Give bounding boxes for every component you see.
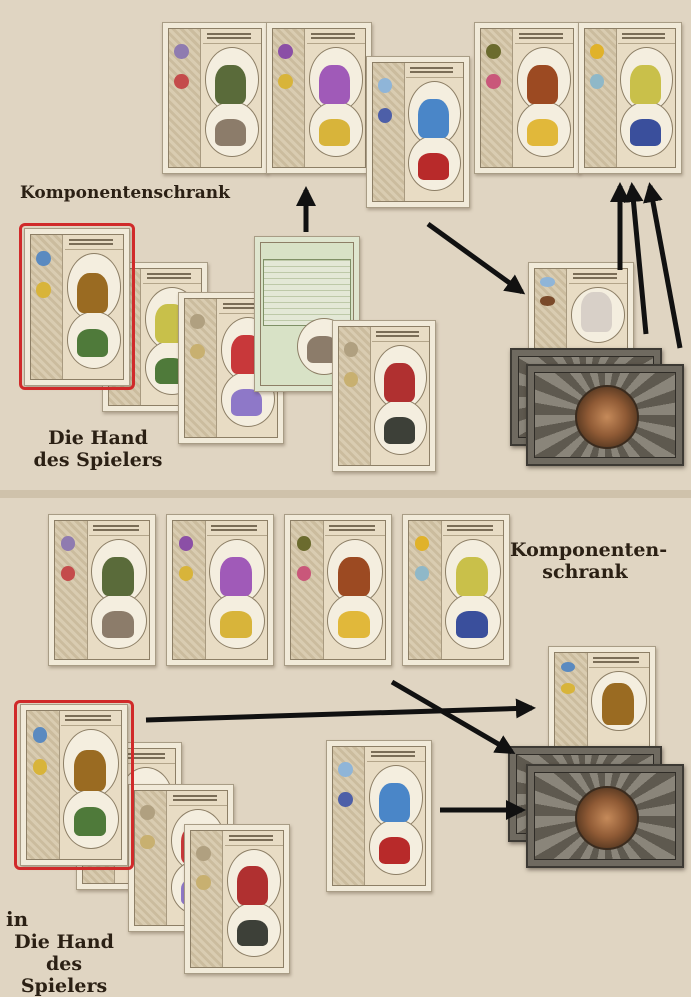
bird-icon <box>237 920 268 947</box>
dragon-icon <box>215 65 246 104</box>
potion-flask-icon <box>220 557 252 596</box>
crystal-icon <box>215 119 246 146</box>
top-panel: Komponentenschrank <box>0 0 691 490</box>
potion-flask-icon <box>379 783 410 822</box>
panel-divider <box>0 490 691 498</box>
cabinet-card-purple <box>266 22 372 174</box>
potion-flask-icon <box>581 292 612 331</box>
cabinet-card-demon <box>474 22 580 174</box>
selected-card-highlight <box>19 223 135 390</box>
bomb-icon <box>418 153 449 180</box>
cabinet-card-blue <box>366 56 470 208</box>
potion-flask-icon <box>384 363 415 402</box>
player-hand-label: Die Hand des Spielers <box>28 428 168 472</box>
urn-icon <box>630 119 661 146</box>
selected-card-highlight <box>14 700 134 870</box>
crystal-icon <box>527 119 558 146</box>
cabinet-card-yellow <box>578 22 682 174</box>
feather-icon <box>319 119 350 146</box>
cabinet-label: Komponentenschrank <box>20 184 230 204</box>
drawn-card <box>548 646 656 754</box>
hand-card-bird <box>332 320 436 472</box>
caption-in: in <box>6 908 28 931</box>
cabinet-label: Komponenten- schrank <box>510 540 660 584</box>
cabinet-card-purple <box>166 514 274 666</box>
urn-icon <box>456 611 488 638</box>
draw-pile-top <box>526 364 684 466</box>
bottom-panel: Komponenten- schrank <box>0 498 691 997</box>
crystal-icon <box>231 389 262 416</box>
potion-flask-icon <box>456 557 488 596</box>
gear-medallion-icon <box>575 786 639 850</box>
drawn-card <box>528 262 634 362</box>
cabinet-card-dragon <box>48 514 156 666</box>
feather-icon <box>220 611 252 638</box>
potion-flask-icon <box>630 65 661 104</box>
potion-flask-icon <box>418 99 449 138</box>
crystal-icon <box>338 611 370 638</box>
urn-icon <box>602 683 634 725</box>
draw-pile-top <box>526 764 684 868</box>
dragon-icon <box>527 65 558 104</box>
cabinet-card-yellow <box>402 514 510 666</box>
bomb-icon <box>379 837 410 864</box>
gear-medallion-icon <box>575 385 639 449</box>
potion-flask-icon <box>319 65 350 104</box>
hand-card-bird <box>184 824 290 974</box>
cabinet-card-blue <box>326 740 432 892</box>
dragon-icon <box>102 557 134 596</box>
cabinet-card-dragon <box>162 22 268 174</box>
cabinet-card-demon <box>284 514 392 666</box>
player-hand-label: Die Hand des Spielers <box>2 932 126 997</box>
potion-flask-icon <box>237 866 268 904</box>
bird-icon <box>384 417 415 444</box>
dragon-icon <box>338 557 370 596</box>
crystal-icon <box>102 611 134 638</box>
